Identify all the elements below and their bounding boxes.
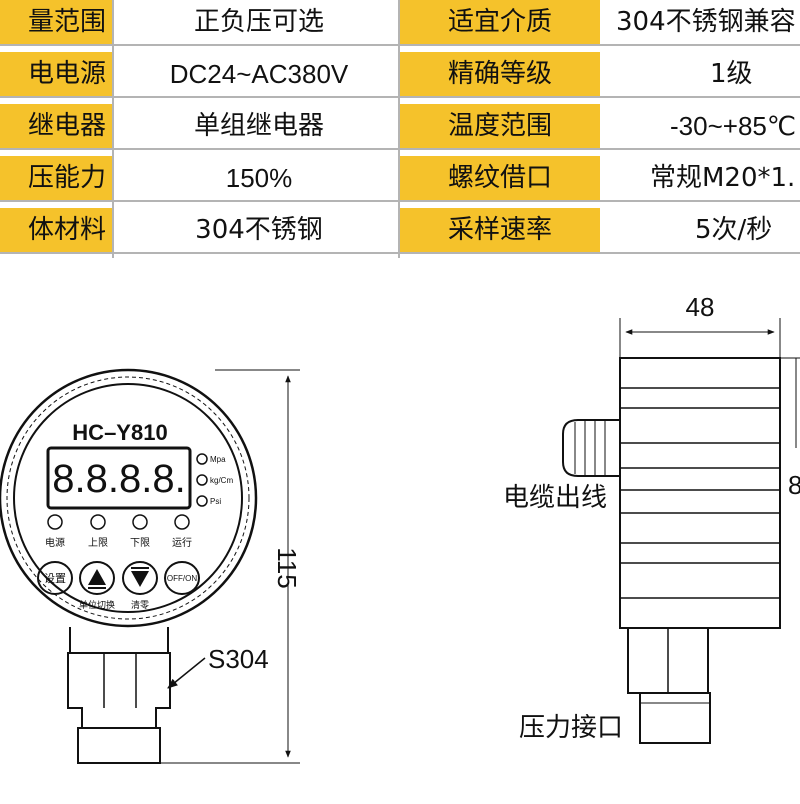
unit-dot-psi [196, 495, 208, 507]
spec-row: 体材料 304不锈钢 采样速率 5次/秒 [0, 208, 800, 252]
front-view [0, 368, 300, 764]
unit-dot-kg [196, 474, 208, 486]
spec-label: 量范围 [0, 0, 112, 44]
set-button [37, 561, 73, 595]
indicator-led-lower [132, 514, 148, 530]
housing-body [619, 357, 781, 629]
grid-line [112, 0, 114, 258]
grid-line [0, 96, 800, 98]
side-view [562, 318, 800, 744]
thread-port [639, 692, 711, 744]
threaded-stem [67, 627, 171, 764]
partial-dimension: 8 [788, 470, 800, 500]
spec-value: -30~+85℃ [670, 111, 797, 141]
spec-value: 304不锈钢 [195, 215, 323, 245]
spec-value: 单组继电器 [193, 111, 324, 141]
spec-table: 量范围 正负压可选 适宜介质 304不锈钢兼容 电电源 DC24~AC380V … [0, 0, 800, 258]
spec-label: 温度范围 [400, 104, 600, 148]
indicator-led-run [174, 514, 190, 530]
material-callout: S304 [208, 644, 269, 674]
indicator-label: 运行 [172, 536, 192, 549]
spec-row: 电电源 DC24~AC380V 精确等级 1级 [0, 52, 800, 96]
spec-label: 螺纹借口 [400, 156, 600, 200]
model-label: HC–Y810 [72, 420, 167, 445]
spec-value: 304不锈钢兼容 [616, 7, 796, 37]
unit-dot-mpa [196, 453, 208, 465]
off-on-button [164, 561, 200, 595]
button-caption: 清零 [131, 599, 149, 610]
grid-line [398, 0, 400, 258]
spec-value: 1级 [710, 59, 753, 89]
spec-label: 体材料 [0, 208, 112, 252]
height-dimension: 115 [272, 547, 302, 588]
unit-label: Mpa [210, 455, 226, 464]
spec-row: 继电器 单组继电器 温度范围 -30~+85℃ [0, 104, 800, 148]
led-display [46, 446, 192, 510]
spec-value: 5次/秒 [695, 215, 773, 245]
cable-gland [562, 419, 620, 477]
spec-row: 量范围 正负压可选 适宜介质 304不锈钢兼容 [0, 0, 800, 44]
spec-value: 正负压可选 [193, 7, 324, 37]
inner-bezel [13, 383, 243, 613]
width-dimension: 48 [686, 292, 715, 322]
indicator-label: 上限 [88, 537, 108, 549]
spec-label: 采样速率 [400, 208, 600, 252]
spec-row: 压能力 150% 螺纹借口 常规M20*1. [0, 156, 800, 200]
off-on-label: OFF/ON [167, 574, 197, 583]
display-readout: 8.8.8.8. [52, 457, 185, 501]
technical-drawing: HC–Y810 8.8.8.8. Mpa kg/Cm Psi 电源 上限 下限 … [0, 258, 800, 800]
button-caption: 单位切换 [79, 599, 115, 610]
grid-line [0, 200, 800, 202]
spec-value: 150% [225, 163, 293, 193]
spec-label: 精确等级 [400, 52, 600, 96]
down-button [122, 561, 158, 595]
spec-label: 电电源 [0, 52, 112, 96]
indicator-label: 电源 [45, 536, 65, 549]
outer-bezel [0, 368, 258, 628]
up-arrow-icon [88, 569, 106, 585]
spec-label: 适宜介质 [400, 0, 600, 44]
spec-value: DC24~AC380V [169, 59, 349, 89]
grid-line [0, 148, 800, 150]
down-arrow-icon [131, 571, 149, 587]
pressure-port-label: 压力接口 [519, 712, 623, 742]
spec-label: 压能力 [0, 156, 112, 200]
indicator-led-upper [90, 514, 106, 530]
set-button-label: 设置 [44, 572, 66, 585]
grid-line [0, 252, 800, 254]
up-button [79, 561, 115, 595]
indicator-led-power [47, 514, 63, 530]
unit-label: Psi [210, 497, 221, 506]
grid-line [0, 44, 800, 46]
bezel-knurl [6, 376, 250, 620]
unit-label: kg/Cm [210, 476, 233, 485]
cable-outlet-label: 电缆出线 [503, 482, 607, 512]
spec-label: 继电器 [0, 104, 112, 148]
spec-value: 常规M20*1. [650, 163, 796, 193]
indicator-label: 下限 [130, 537, 150, 549]
